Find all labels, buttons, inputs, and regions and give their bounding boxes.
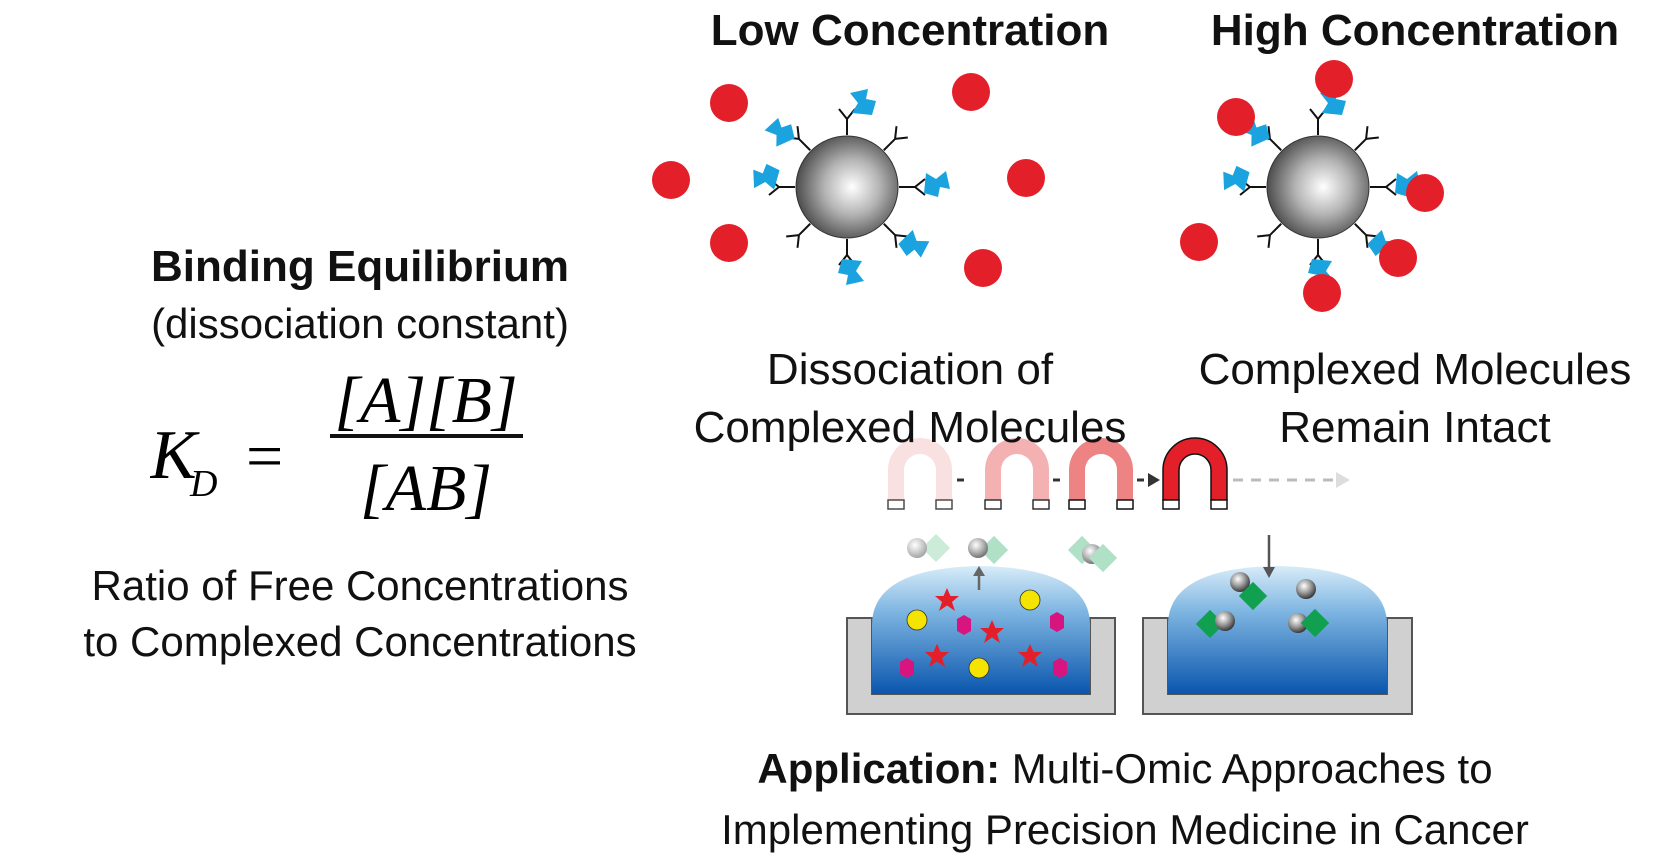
kd-subscript: D	[189, 463, 217, 505]
hexagon-particle	[1053, 658, 1067, 678]
low-concentration-illustration	[652, 73, 1045, 287]
equals-sign: =	[246, 420, 283, 493]
captured-beads-in-transit	[968, 535, 1118, 573]
arrow-head	[1336, 472, 1350, 488]
high-concentration-title: High Concentration	[1210, 6, 1620, 55]
capture-ligand	[850, 89, 876, 115]
application-label: Application:	[757, 745, 1001, 792]
well-right	[1142, 535, 1413, 715]
high-concentration-illustration	[1180, 60, 1444, 312]
capture-ligand	[838, 259, 864, 285]
numerator: [A][B]	[334, 370, 517, 437]
low-caption-line-1: Dissociation of	[766, 345, 1054, 394]
target-molecule	[1406, 174, 1444, 212]
target-molecule	[1315, 60, 1353, 98]
hexagon-particle	[957, 615, 971, 635]
well-left	[846, 566, 1116, 715]
target-molecule	[952, 73, 990, 111]
yellow-particle	[1019, 589, 1041, 611]
binding-equilibrium-title: Binding Equilibrium	[151, 242, 569, 291]
dissociation-constant-subtitle: (dissociation constant)	[151, 300, 569, 347]
target-molecule	[1379, 239, 1417, 277]
target-molecule	[652, 161, 690, 199]
high-caption-line-2: Remain Intact	[1279, 403, 1551, 452]
magnetic-bead	[1266, 135, 1370, 239]
ratio-line-1: Ratio of Free Concentrations	[91, 562, 629, 609]
application-line-1: Application: Multi-Omic Approaches to	[620, 745, 1630, 793]
high-caption-line-1: Complexed Molecules	[1198, 345, 1632, 394]
capture-ligand	[924, 171, 950, 197]
magnet-sequence	[887, 437, 1350, 510]
target-molecule	[964, 249, 1002, 287]
magnetic-bead	[795, 135, 899, 239]
target-molecule	[1217, 98, 1255, 136]
target-molecule	[1007, 159, 1045, 197]
captured-complexes	[1195, 572, 1330, 639]
low-caption-line-2: Complexed Molecules	[693, 403, 1127, 452]
yellow-particle	[968, 657, 990, 679]
ratio-line-2: to Complexed Concentrations	[83, 618, 637, 665]
kd-equation: K D = [A][B] [AB]	[150, 370, 523, 525]
low-concentration-title: Low Concentration	[710, 6, 1110, 55]
faded-bead-under-magnet	[907, 533, 951, 563]
application-text: Multi-Omic Approaches to	[1000, 745, 1493, 792]
capture-ligand	[762, 113, 799, 150]
target-molecule	[1180, 223, 1218, 261]
hexagon-particle	[1050, 612, 1064, 632]
hexagon-particle	[900, 658, 914, 678]
kd-symbol: K	[150, 417, 200, 494]
target-molecule	[1303, 274, 1341, 312]
capture-ligand	[895, 227, 933, 264]
capture-ligand	[750, 161, 781, 192]
denominator: [AB]	[360, 452, 492, 525]
free-target-molecules	[652, 73, 1045, 287]
arrow-head	[1148, 473, 1160, 487]
target-molecule	[710, 224, 748, 262]
application-line-2: Implementing Precision Medicine in Cance…	[721, 806, 1529, 853]
target-molecule	[710, 84, 748, 122]
yellow-particle	[906, 609, 928, 631]
bound-target-molecules	[1180, 60, 1444, 312]
